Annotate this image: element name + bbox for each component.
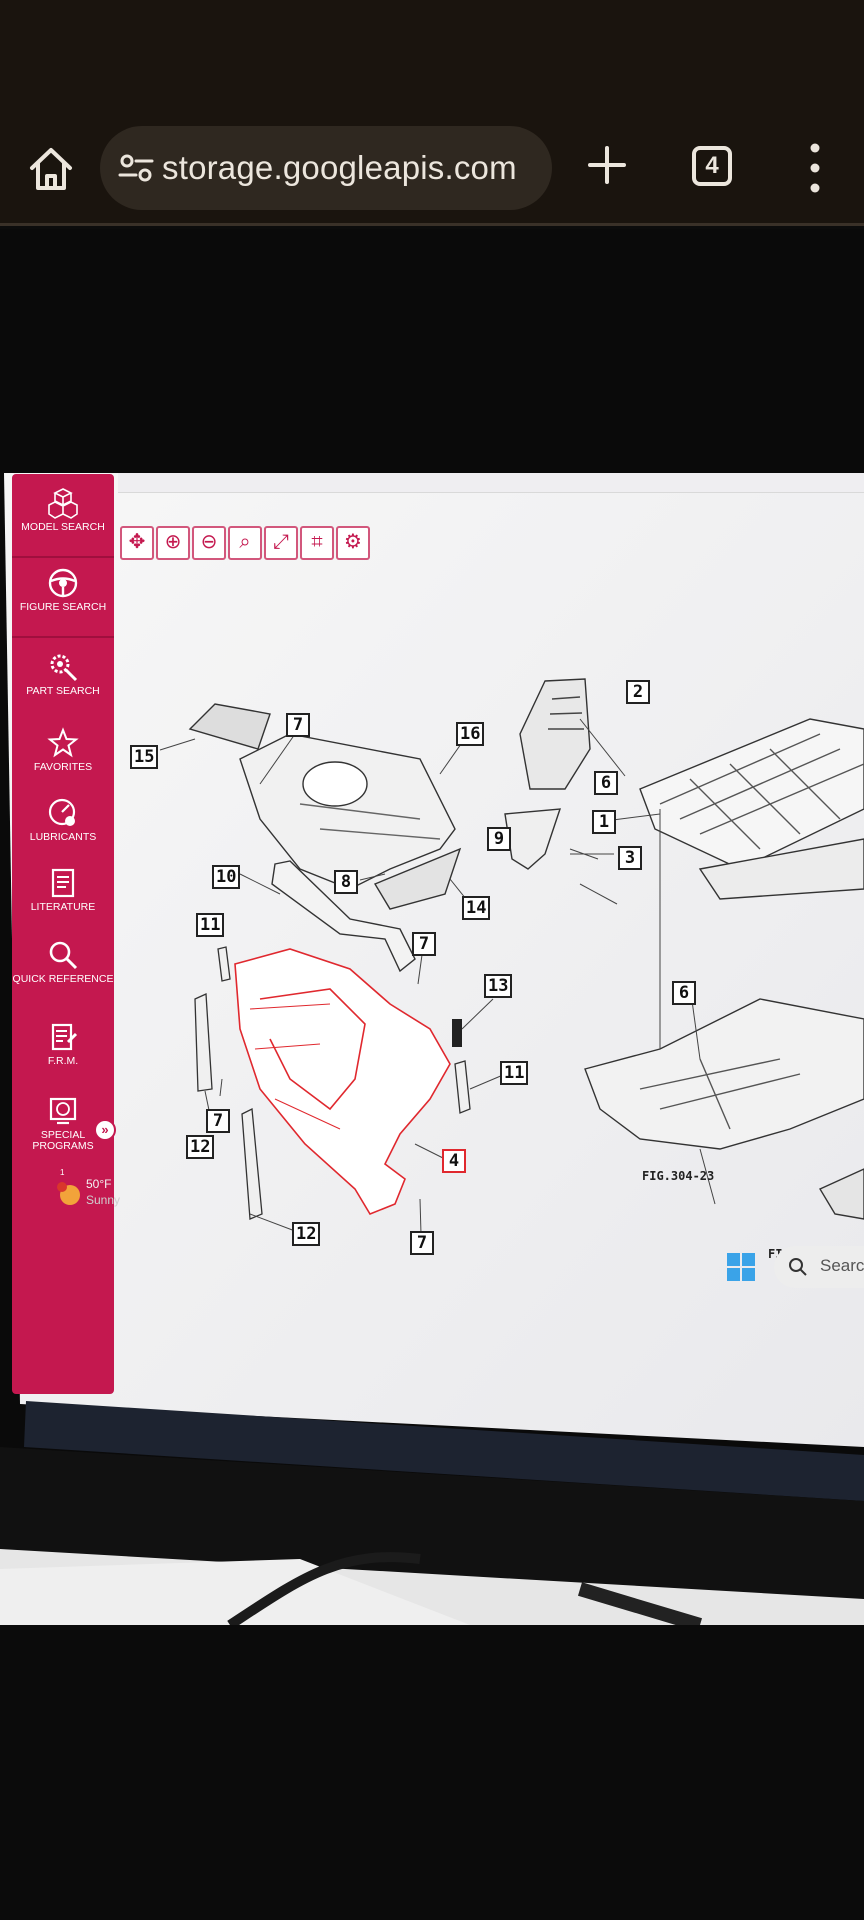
sidebar-item-lubricants[interactable]: LUBRICANTS <box>12 796 114 843</box>
callout-label[interactable]: 11 <box>196 913 225 937</box>
callout-label[interactable]: 9 <box>487 827 511 851</box>
part-inner-fender-highlighted[interactable] <box>234 948 451 1215</box>
steering-wheel-icon <box>48 568 78 598</box>
sidebar-item-label: F.R.M. <box>47 1055 79 1067</box>
callout-label[interactable]: 6 <box>672 981 696 1005</box>
home-icon[interactable] <box>24 142 78 196</box>
windows-start-icon[interactable] <box>726 1252 756 1282</box>
sidebar-item-literature[interactable]: LITERATURE <box>12 866 114 913</box>
search-placeholder: Searc <box>820 1256 864 1275</box>
callout-label[interactable]: 12 <box>186 1135 215 1159</box>
part-seal-strips[interactable] <box>194 946 471 1220</box>
gauge-icon <box>48 798 76 826</box>
weather-description: Sunny <box>86 1193 121 1207</box>
zoom-area-icon[interactable]: ⌕ <box>228 526 262 560</box>
sidebar-item-figure-search[interactable]: FIGURE SEARCH <box>12 566 114 613</box>
callout-label[interactable]: 8 <box>334 870 358 894</box>
weather-badge: 1 <box>60 1168 65 1177</box>
pan-icon[interactable]: ✥ <box>120 526 154 560</box>
part-cowl-assembly[interactable] <box>188 703 462 910</box>
photo-of-monitor: MODEL SEARCH FIGURE SEARCH PART SEARCH <box>0 229 864 1625</box>
callout-label[interactable]: 16 <box>456 722 485 746</box>
callout-label[interactable]: 15 <box>130 745 159 769</box>
url-text[interactable]: storage.googleapis.com <box>162 149 517 186</box>
search-icon <box>789 1258 807 1276</box>
settings-icon[interactable]: ⚙ <box>336 526 370 560</box>
notepad-icon <box>51 1023 78 1051</box>
callout-label-highlighted[interactable]: 4 <box>442 1149 466 1173</box>
browser-toolbar: storage.googleapis.com 4 <box>0 120 864 226</box>
more-menu-icon[interactable] <box>800 140 830 196</box>
sidebar-item-model-search[interactable]: MODEL SEARCH <box>12 486 114 533</box>
new-tab-icon[interactable] <box>584 142 630 188</box>
callout-label[interactable]: 12 <box>292 1222 321 1246</box>
part-air-duct[interactable] <box>519 678 591 790</box>
sidebar-item-label: FIGURE SEARCH <box>19 601 107 613</box>
sidebar-item-part-search[interactable]: PART SEARCH <box>12 650 114 697</box>
sidebar-item-label: QUICK REFERENCE <box>12 973 114 985</box>
sidebar-item-label: MODEL SEARCH <box>21 521 105 533</box>
callout-label[interactable]: 7 <box>206 1109 230 1133</box>
callout-label[interactable]: 13 <box>484 974 513 998</box>
site-settings-icon[interactable] <box>116 148 156 188</box>
windows-taskbar: 1 50°F Sunny <box>30 1168 864 1241</box>
part-bracket[interactable] <box>504 808 562 870</box>
cd-icon <box>49 1097 77 1125</box>
sun-weather-icon[interactable] <box>56 1181 82 1207</box>
callout-label[interactable]: 3 <box>618 846 642 870</box>
zoom-in-icon[interactable]: ⊕ <box>156 526 190 560</box>
part-lower-plate[interactable] <box>584 998 864 1220</box>
bottom-letterbox <box>0 1625 864 1920</box>
callout-label[interactable]: 10 <box>212 865 241 889</box>
weather-temperature: 50°F <box>86 1177 112 1191</box>
cubes-icon <box>48 488 78 519</box>
callout-label[interactable]: 11 <box>500 1061 529 1085</box>
address-bar[interactable]: storage.googleapis.com <box>100 126 552 210</box>
tab-switcher-button[interactable]: 4 <box>692 146 732 186</box>
fit-screen-icon[interactable]: ⤢ <box>264 526 298 560</box>
leader-lines <box>159 718 716 1235</box>
part-brace[interactable] <box>271 860 416 973</box>
callout-label[interactable]: 7 <box>410 1231 434 1255</box>
callout-label[interactable]: 1 <box>592 810 616 834</box>
status-bar <box>0 0 864 120</box>
sidebar-item-special-programs[interactable]: SPECIAL PROGRAMS <box>12 1094 114 1152</box>
app-top-strip <box>118 473 864 493</box>
callout-label[interactable]: 7 <box>286 713 310 737</box>
callout-label[interactable]: 6 <box>594 771 618 795</box>
sidebar-item-quick-reference[interactable]: QUICK REFERENCE <box>12 938 114 985</box>
document-icon <box>51 868 75 898</box>
sidebar-item-favorites[interactable]: FAVORITES <box>12 726 114 773</box>
magnifier-icon <box>49 941 78 970</box>
taskbar-search-box[interactable]: Searc <box>774 1246 864 1288</box>
part-clip[interactable] <box>452 1019 462 1047</box>
sidebar-item-label: PART SEARCH <box>26 685 100 697</box>
callout-label[interactable]: 14 <box>462 896 491 920</box>
sidebar-item-label: LUBRICANTS <box>29 831 97 843</box>
figure-reference-link[interactable]: FIG.304-23 <box>642 1169 715 1183</box>
parts-diagram <box>159 678 864 1235</box>
part-undercover-grid[interactable] <box>639 718 864 900</box>
crop-icon[interactable]: ⌗ <box>300 526 334 560</box>
gear-search-icon <box>50 654 78 682</box>
sidebar-item-label: SPECIAL PROGRAMS <box>32 1129 94 1152</box>
callout-label[interactable]: 7 <box>412 932 436 956</box>
star-icon <box>47 727 79 758</box>
zoom-out-icon[interactable]: ⊖ <box>192 526 226 560</box>
sidebar-item-label: FAVORITES <box>33 761 93 773</box>
sidebar-nav: MODEL SEARCH FIGURE SEARCH PART SEARCH <box>12 474 116 1394</box>
expand-sidebar-button[interactable]: » <box>94 1119 116 1141</box>
diagram-toolbar: ✥ ⊕ ⊖ ⌕ ⤢ ⌗ ⚙ <box>120 526 370 562</box>
sidebar-item-frm[interactable]: F.R.M. <box>12 1020 114 1067</box>
sidebar-item-label: LITERATURE <box>30 901 96 913</box>
callout-label[interactable]: 2 <box>626 680 650 704</box>
